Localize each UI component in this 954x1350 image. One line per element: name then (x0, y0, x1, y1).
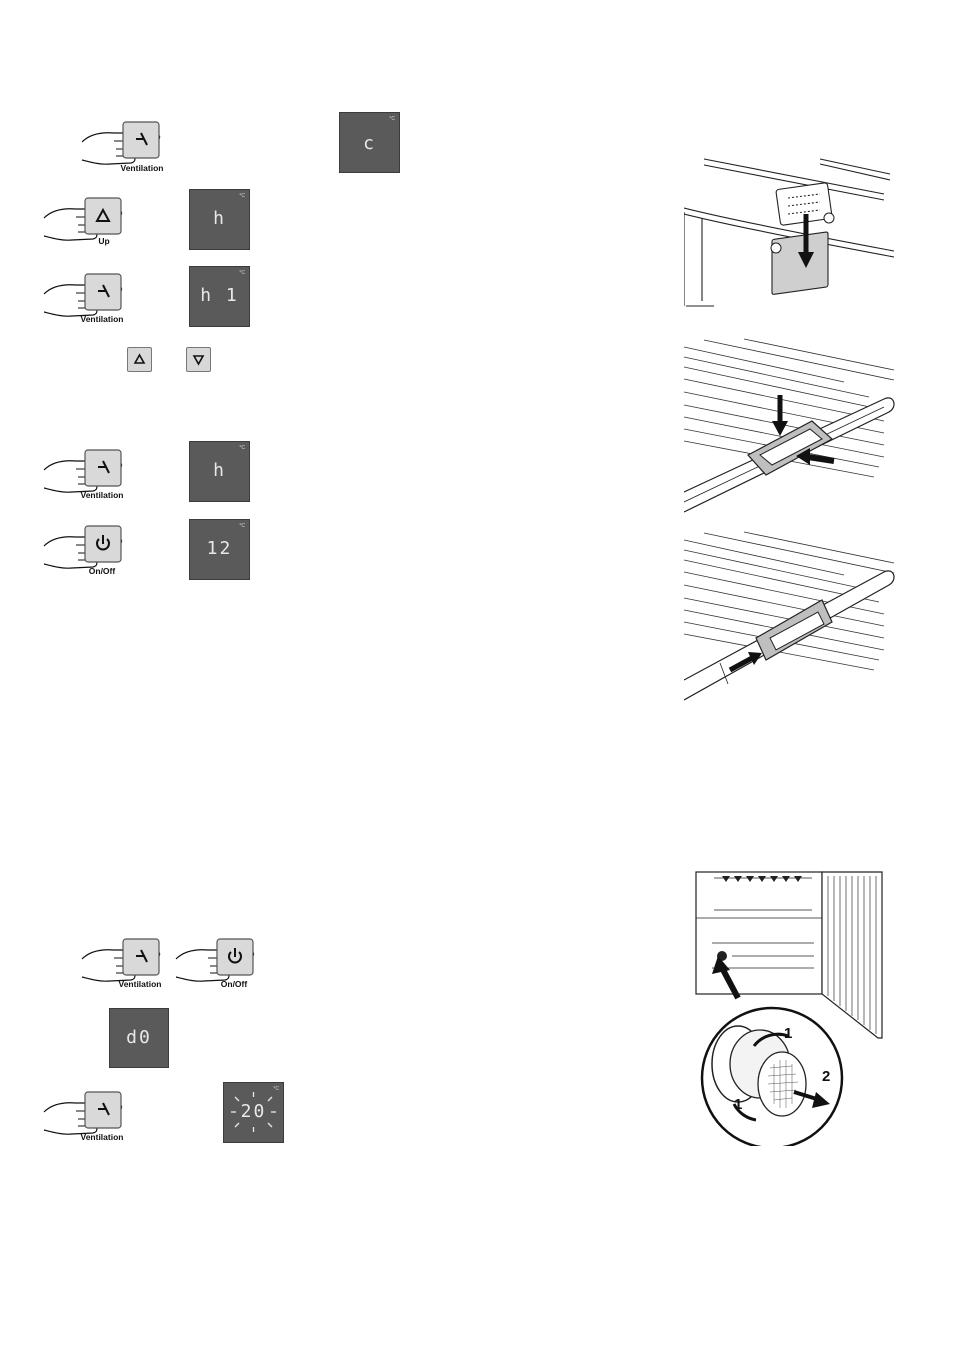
display-value: h (190, 208, 249, 229)
display-unit: °C (239, 193, 245, 199)
display-h: °C h (189, 189, 250, 250)
display-value: 20 (224, 1101, 283, 1122)
display-c: °C c (339, 112, 400, 173)
button-label-ventilation: Ventilation (102, 163, 182, 173)
filter-step-1-bottom: 1 (734, 1096, 742, 1113)
button-label-ventilation: Ventilation (62, 490, 142, 500)
triangle-up-icon (135, 355, 144, 363)
display-d0: d0 (109, 1008, 169, 1068)
display-h1: °C h 1 (189, 266, 250, 327)
display-h-2: °C h (189, 441, 250, 502)
display-12: °C 12 (189, 519, 250, 580)
up-key (127, 347, 152, 372)
filter-illustration: 1 1 2 (692, 868, 894, 1146)
filter-step-2: 2 (822, 1068, 830, 1085)
button-label-up: Up (64, 236, 144, 246)
display-unit: °C (389, 116, 395, 122)
label-holder-illustration-1 (684, 156, 896, 311)
button-label-ventilation: Ventilation (100, 979, 180, 989)
press-up-button: Up (42, 196, 162, 252)
triangle-down-icon (194, 356, 203, 364)
button-label-onoff: On/Off (62, 566, 142, 576)
label-holder-illustration-3 (684, 530, 896, 713)
display-unit: °C (239, 445, 245, 451)
display-value: 12 (190, 538, 249, 559)
display-value: d0 (110, 1027, 168, 1048)
display-unit: °C (239, 523, 245, 529)
button-label-onoff: On/Off (194, 979, 274, 989)
display-20-blinking: °C 20 (223, 1082, 284, 1143)
filter-step-1-top: 1 (784, 1025, 792, 1042)
press-ventilation-button: Ventilation (42, 1090, 162, 1146)
press-onoff-button: On/Off (174, 937, 294, 993)
press-onoff-button: On/Off (42, 524, 162, 580)
button-label-ventilation: Ventilation (62, 314, 142, 324)
button-label-ventilation: Ventilation (62, 1132, 142, 1142)
press-ventilation-button: Ventilation (80, 120, 200, 176)
label-holder-illustration-2 (684, 337, 896, 520)
press-ventilation-button: Ventilation (42, 448, 162, 504)
display-unit: °C (239, 270, 245, 276)
display-value: h 1 (190, 285, 249, 306)
press-ventilation-button: Ventilation (42, 272, 162, 328)
display-value: c (340, 133, 399, 154)
display-value: h (190, 460, 249, 481)
down-key (186, 347, 211, 372)
